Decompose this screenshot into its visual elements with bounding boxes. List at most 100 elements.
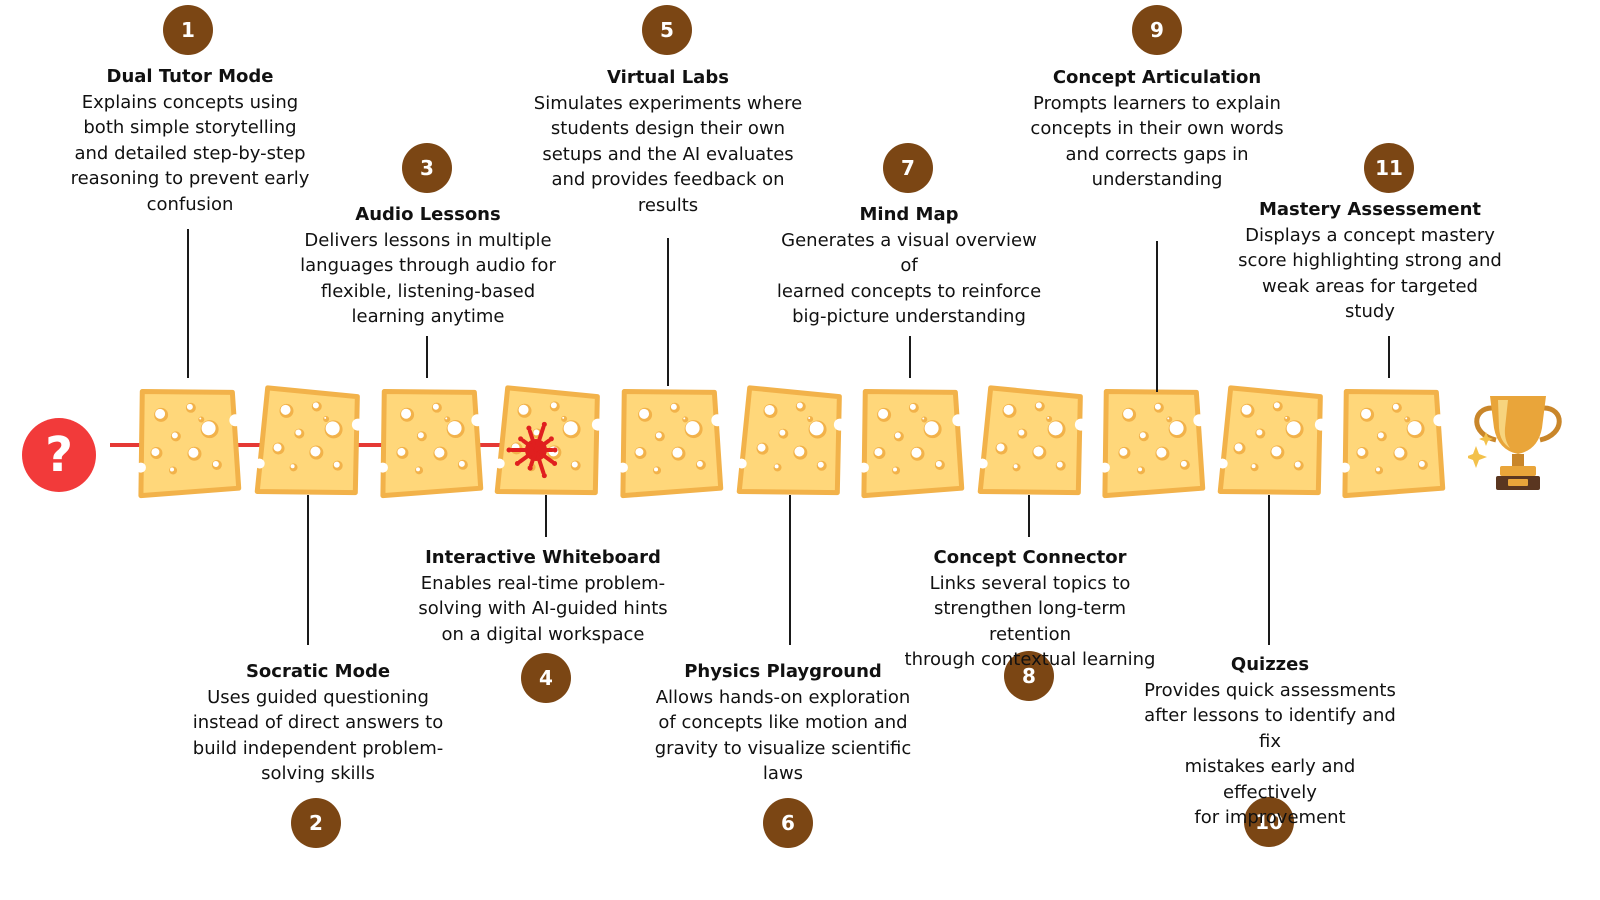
connector-line-9 bbox=[1156, 241, 1158, 392]
connector-line-5 bbox=[667, 238, 669, 386]
feature-text-line: both simple storytelling bbox=[83, 117, 297, 138]
feature-title: Socratic Mode bbox=[245, 661, 391, 682]
feature-text-line: on a digital workspace bbox=[441, 623, 645, 645]
connector-line-11 bbox=[1388, 336, 1390, 378]
cheese-slice-2 bbox=[254, 385, 364, 496]
feature-text-line: confusion bbox=[146, 193, 234, 215]
feature-text-line: Generates a visual overview of bbox=[781, 229, 1037, 277]
trophy-icon bbox=[1468, 396, 1562, 490]
feature-text-line: score highlighting strong and bbox=[1238, 250, 1502, 271]
feature-text-line: languages through audio for bbox=[300, 255, 556, 276]
cheese-slice-9 bbox=[1099, 388, 1206, 499]
feature-text-line: Explains concepts using bbox=[81, 91, 299, 113]
feature-title: Physics Playground bbox=[684, 661, 882, 682]
feature-text-line: Displays a concept mastery bbox=[1245, 224, 1495, 246]
step-badge-8: 8 bbox=[1004, 651, 1054, 701]
cheese-slice-7 bbox=[858, 388, 965, 499]
feature-text-line: learned concepts to reinforce bbox=[776, 280, 1042, 302]
connector-line-8 bbox=[1028, 495, 1030, 537]
cheese-slice-5 bbox=[617, 388, 724, 499]
splat-icon bbox=[506, 421, 558, 479]
connector-line-4 bbox=[545, 495, 547, 537]
connector-line-3 bbox=[426, 336, 428, 378]
feature-text-line: Provides quick assessments bbox=[1144, 679, 1396, 701]
feature-title: Interactive Whiteboard bbox=[425, 547, 661, 568]
cheese-slice-3 bbox=[377, 388, 484, 499]
step-badge-11: 11 bbox=[1364, 143, 1414, 193]
feature-text-line: Allows hands-on exploration bbox=[655, 686, 911, 708]
feature-text-line: setups and the AI evaluates bbox=[542, 143, 794, 165]
feature-title: Dual Tutor Mode bbox=[106, 66, 274, 87]
step-badge-4: 4 bbox=[521, 653, 571, 703]
cheese-slice-1 bbox=[135, 388, 242, 499]
connector-line-1 bbox=[187, 229, 189, 378]
feature-text-line: gravity to visualize scientific bbox=[654, 737, 912, 759]
start-marker: ? bbox=[22, 418, 96, 492]
feature-text-line: and provides feedback on bbox=[551, 169, 785, 190]
feature-title: Mind Map bbox=[859, 204, 959, 225]
step-badge-9: 9 bbox=[1132, 5, 1182, 55]
step-badge-5: 5 bbox=[642, 5, 692, 55]
connector-line-10 bbox=[1268, 495, 1270, 645]
step-badge-7: 7 bbox=[883, 143, 933, 193]
step-badge-10: 10 bbox=[1244, 797, 1294, 847]
feature-text-line: Enables real-time problem- bbox=[420, 572, 666, 594]
feature-text-line: for improvement bbox=[1194, 807, 1346, 828]
feature-text-line: reasoning to prevent early bbox=[70, 168, 310, 189]
feature-text-line: laws bbox=[762, 763, 804, 784]
feature-text-line: mistakes early and effectively bbox=[1184, 756, 1356, 803]
feature-text-line: students design their own bbox=[550, 118, 786, 139]
feature-text-line: understanding bbox=[1091, 169, 1223, 190]
feature-title: Mastery Assessement bbox=[1258, 199, 1482, 220]
feature-text-line: after lessons to identify and fix bbox=[1144, 705, 1396, 752]
cheese-slice-10 bbox=[1217, 385, 1327, 496]
cheese-slice-8 bbox=[977, 385, 1087, 496]
question-mark-icon: ? bbox=[45, 427, 73, 483]
feature-text-line: through contextual learning bbox=[904, 649, 1156, 670]
feature-text-line: strengthen long-term retention bbox=[933, 598, 1127, 645]
feature-title: Audio Lessons bbox=[355, 204, 501, 225]
feature-text-line: Simulates experiments where bbox=[533, 92, 803, 114]
feature-title: Concept Connector bbox=[933, 547, 1127, 568]
connector-line-7 bbox=[909, 336, 911, 378]
step-badge-2: 2 bbox=[291, 798, 341, 848]
feature-text-line: weak areas for targeted study bbox=[1262, 275, 1478, 323]
cheese-slice-6 bbox=[736, 385, 846, 496]
feature-text-line: concepts in their own words bbox=[1030, 118, 1284, 139]
feature-text-line: Prompts learners to explain bbox=[1033, 92, 1281, 114]
feature-text-line: solving skills bbox=[261, 763, 375, 784]
feature-text-line: learning anytime bbox=[351, 306, 505, 327]
feature-text-line: and detailed step-by-step bbox=[74, 142, 306, 164]
feature-title: Virtual Labs bbox=[607, 67, 729, 88]
feature-text-line: flexible, listening-based bbox=[320, 280, 536, 302]
feature-text-line: Uses guided questioning bbox=[207, 686, 429, 708]
feature-text-line: big-picture understanding bbox=[792, 306, 1026, 327]
feature-title: Quizzes bbox=[1230, 654, 1310, 675]
step-badge-6: 6 bbox=[763, 798, 813, 848]
feature-text-line: instead of direct answers to bbox=[192, 712, 444, 733]
feature-text-line: of concepts like motion and bbox=[658, 712, 908, 733]
feature-text-line: Links several topics to bbox=[929, 572, 1131, 594]
step-badge-3: 3 bbox=[402, 143, 452, 193]
feature-text-line: build independent problem- bbox=[192, 737, 444, 759]
feature-text-line: solving with AI-guided hints bbox=[418, 598, 668, 619]
step-badge-1: 1 bbox=[163, 5, 213, 55]
connector-line-6 bbox=[789, 495, 791, 645]
feature-text-line: Delivers lessons in multiple bbox=[304, 229, 552, 251]
feature-title: Concept Articulation bbox=[1052, 67, 1262, 88]
feature-text-line: results bbox=[637, 194, 699, 216]
connector-line-2 bbox=[307, 495, 309, 645]
feature-text-line: and corrects gaps in bbox=[1065, 143, 1249, 165]
